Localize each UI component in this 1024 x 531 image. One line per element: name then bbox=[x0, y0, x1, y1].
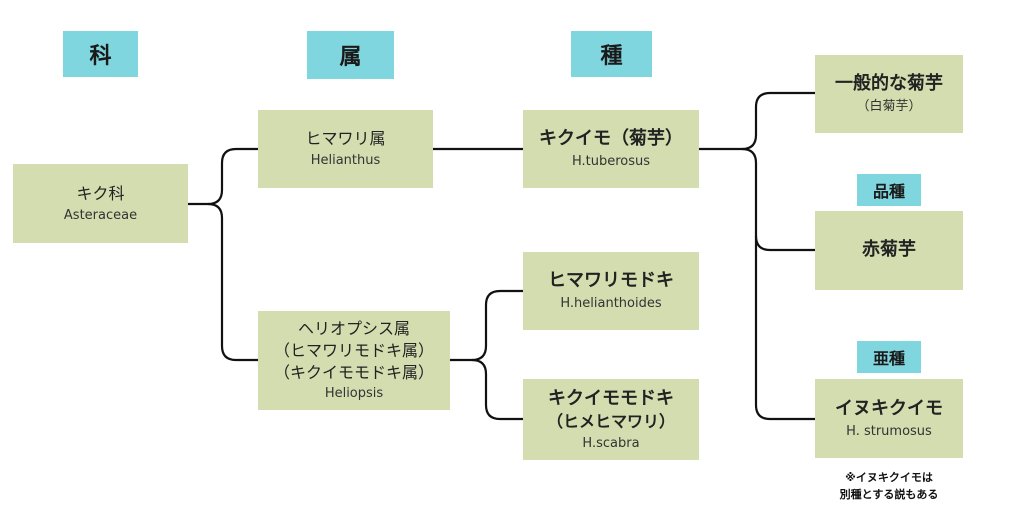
node-helianthus: ヒマワリ属 Helianthus bbox=[258, 110, 433, 188]
node-strumosus-jp: イヌキクイモ bbox=[835, 397, 943, 419]
node-common: 一般的な菊芋 （白菊芋） bbox=[815, 55, 963, 133]
node-red-jp: 赤菊芋 bbox=[862, 239, 916, 261]
node-strumosus: イヌキクイモ H. strumosus bbox=[815, 379, 963, 458]
header-genus: 属 bbox=[307, 31, 394, 79]
header-family: 科 bbox=[63, 31, 138, 77]
footnote-line2: 別種とする説もある bbox=[839, 487, 939, 501]
link-tuberosus-common bbox=[699, 91, 815, 151]
link-family-heliopsis bbox=[207, 202, 258, 362]
node-helianthoides: ヒマワリモドキ H.helianthoides bbox=[523, 252, 699, 330]
tag-subspecies: 亜種 bbox=[857, 341, 921, 373]
node-scabra: キクイモモドキ （ヒメヒマワリ） H.scabra bbox=[523, 379, 699, 460]
node-asteraceae-lat: Asteraceae bbox=[63, 207, 138, 223]
link-family-genus bbox=[188, 147, 258, 206]
node-tuberosus-lat: H.tuberosus bbox=[571, 154, 651, 170]
node-helianthus-jp: ヒマワリ属 bbox=[305, 129, 386, 149]
node-helianthoides-jp: ヒマワリモドキ bbox=[548, 270, 674, 292]
node-strumosus-lat: H. strumosus bbox=[846, 423, 932, 439]
node-heliopsis-jp: ヘリオプシス属 bbox=[297, 319, 410, 339]
link-tuberosus-strumosus bbox=[754, 236, 815, 421]
node-tuberosus-jp: キクイモ（菊芋） bbox=[539, 128, 683, 150]
link-heliopsis-helianthoides bbox=[450, 289, 523, 362]
node-asteraceae-jp: キク科 bbox=[76, 183, 125, 203]
header-species: 種 bbox=[571, 31, 652, 77]
node-tuberosus: キクイモ（菊芋） H.tuberosus bbox=[523, 110, 699, 188]
footnote: ※イヌキクイモは 別種とする説もある bbox=[815, 470, 963, 503]
node-scabra-jp: キクイモモドキ bbox=[548, 387, 674, 409]
node-common-jp2: （白菊芋） bbox=[856, 99, 922, 115]
tag-cultivar: 品種 bbox=[857, 174, 921, 206]
node-heliopsis-jp3: （キクイモモドキ属） bbox=[273, 362, 434, 382]
footnote-line1: ※イヌキクイモは bbox=[845, 471, 933, 484]
node-red: 赤菊芋 bbox=[815, 211, 963, 290]
node-common-jp: 一般的な菊芋 bbox=[835, 73, 943, 95]
link-tuberosus-red bbox=[741, 147, 815, 252]
node-scabra-jp2: （ヒメヒマワリ） bbox=[546, 412, 675, 432]
node-scabra-lat: H.scabra bbox=[582, 435, 640, 451]
node-heliopsis: ヘリオプシス属 （ヒマワリモドキ属） （キクイモモドキ属） Heliopsis bbox=[258, 311, 450, 410]
link-heliopsis-scabra bbox=[471, 358, 523, 421]
node-helianthoides-lat: H.helianthoides bbox=[560, 296, 662, 312]
node-asteraceae: キク科 Asteraceae bbox=[13, 164, 188, 243]
node-helianthus-lat: Helianthus bbox=[310, 153, 381, 169]
node-heliopsis-jp2: （ヒマワリモドキ属） bbox=[273, 340, 434, 360]
node-heliopsis-lat: Heliopsis bbox=[324, 386, 384, 402]
